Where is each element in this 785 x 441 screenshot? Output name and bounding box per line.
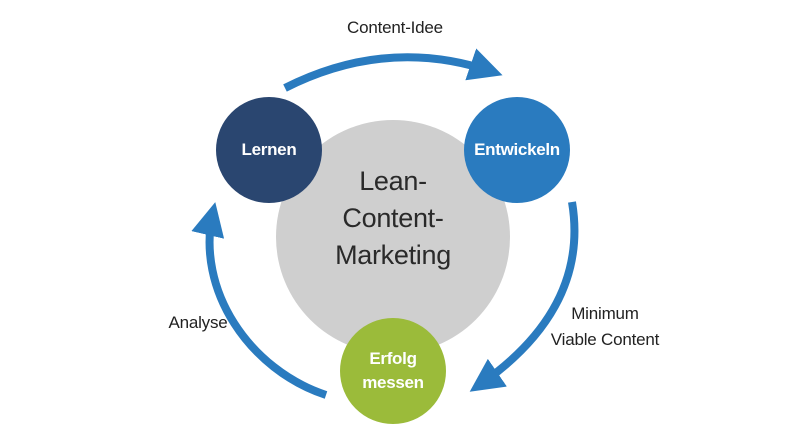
node-erfolg-messen-label: Erfolg messen [340,344,446,398]
center-title: Lean- Content- Marketing [293,163,493,274]
arrow-label-minimum-viable-content: Minimum Viable Content [535,301,675,353]
center-title-line2: Content- [342,203,444,233]
node-entwickeln [464,97,570,203]
arrow-label-viable-content: Viable Content [550,330,660,349]
arrow-analyse [191,202,328,399]
arrow-label-minimum: Minimum [571,304,639,323]
node-lernen [216,97,322,203]
node-erfolg-messen [340,318,446,424]
arrow-label-content-idee: Content-Idee [347,18,443,37]
arrow-label-analyse: Analyse [168,313,228,332]
node-lernen-label: Lernen [241,140,297,159]
center-circle [276,120,510,354]
node-erfolg-messen-line1: Erfolg [369,349,417,368]
arrow-content-idee [283,48,503,92]
node-erfolg-messen-line2: messen [362,373,424,392]
arrow-minimum-viable-content [469,201,579,392]
node-entwickeln-label: Entwickeln [474,140,560,159]
center-title-line3: Marketing [335,240,451,270]
center-title-line1: Lean- [359,166,427,196]
